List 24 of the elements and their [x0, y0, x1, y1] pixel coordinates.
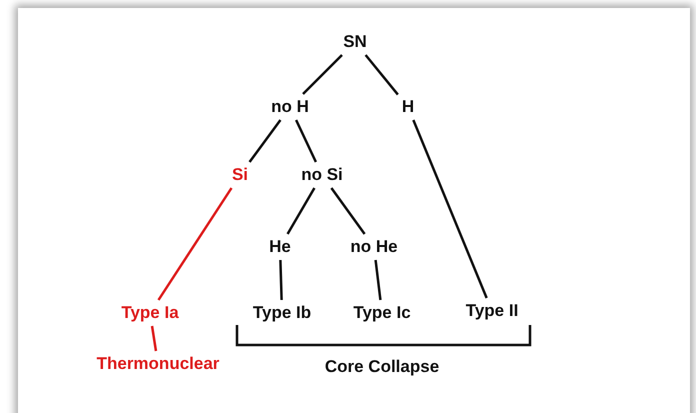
connector-line: [364, 54, 399, 96]
connector-line: [294, 119, 318, 163]
connector-line: [374, 260, 382, 300]
node-label: SN: [339, 29, 371, 55]
connector-line: [302, 54, 343, 95]
node-label: Type II: [462, 298, 522, 324]
node-label: no H: [267, 94, 313, 120]
connector-line: [157, 187, 233, 301]
connector-line: [286, 187, 316, 235]
node-label: Thermonuclear: [92, 351, 224, 377]
node-label: Si: [228, 162, 252, 188]
connector-line: [248, 119, 282, 163]
connector-line: [330, 187, 366, 235]
node-label: Type Ib: [248, 300, 316, 326]
node-label: Type Ia: [117, 300, 183, 326]
connector-line: [150, 326, 158, 352]
connector-line: [279, 260, 283, 300]
node-label: H: [398, 94, 418, 120]
node-label: no He: [346, 234, 402, 260]
node-label: no Si: [297, 162, 347, 188]
connector-line: [412, 120, 488, 298]
node-label: Type Ic: [349, 300, 415, 326]
group-label: Core Collapse: [324, 357, 440, 377]
node-label: He: [265, 234, 295, 260]
